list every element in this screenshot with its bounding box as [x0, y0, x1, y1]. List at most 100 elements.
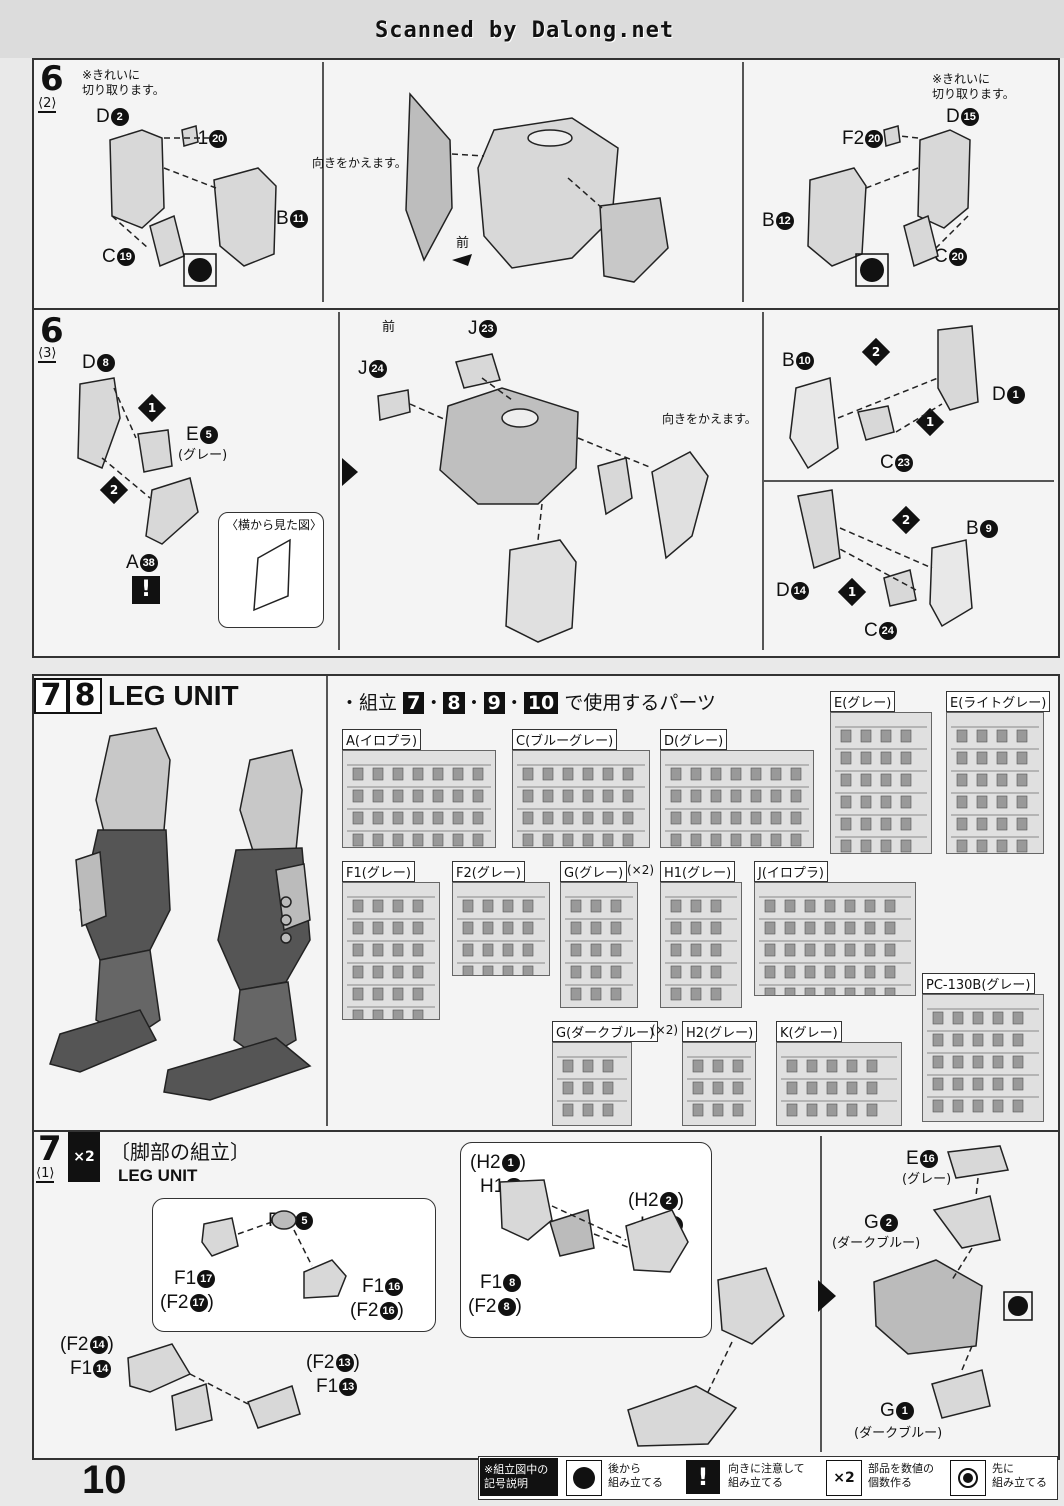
part-f1-17: [201, 1217, 239, 1257]
step-substep: ⟨2⟩: [38, 96, 57, 113]
runner-h2: H2(グレー): [682, 1021, 758, 1126]
part-g2: [932, 1195, 1001, 1249]
leg-unit-illustration: [49, 727, 312, 1101]
divider: [762, 480, 1054, 482]
front-label: 前: [382, 320, 396, 335]
runner-d: D(グレー): [660, 729, 814, 848]
runner-parts: [665, 764, 809, 847]
part-ankle-core: [873, 1259, 983, 1355]
runner-g-gray: G(グレー)(×2): [560, 861, 654, 1008]
legend-caution-icon: !: [686, 1460, 720, 1494]
runner-parts: [927, 1008, 1039, 1113]
color-gray: (グレー): [178, 448, 228, 463]
runner-parts: [781, 1056, 897, 1117]
top-bar: [0, 0, 1064, 58]
legend-first-icon: [950, 1460, 986, 1496]
part-f2-14-joint: [171, 1382, 213, 1431]
runner-k: K(グレー): [776, 1021, 902, 1126]
part-a38: [145, 477, 199, 545]
legend-caution-text: 向きに注意して 組み立てる: [728, 1462, 805, 1489]
runner-parts: [557, 1056, 627, 1117]
runner-g-darkblue: G(ダークブルー)(×2): [552, 1021, 678, 1126]
runner-h1: H1(グレー): [660, 861, 742, 1008]
divider: [338, 312, 340, 650]
legend-times-icon: ×2: [826, 1460, 862, 1496]
part-e16: [947, 1145, 1009, 1179]
part-pc5: [271, 1210, 297, 1230]
divider: [326, 676, 328, 1126]
color-gray: (グレー): [902, 1172, 952, 1187]
step-6-3-illustration: [77, 325, 979, 643]
part-upper-body: [477, 117, 619, 269]
part-g1: [931, 1369, 991, 1419]
legend-first-text: 先に 組み立てる: [992, 1462, 1047, 1489]
legend-later-icon: [566, 1460, 602, 1496]
part-b9: [929, 539, 973, 628]
part-front-armor: [505, 539, 577, 643]
step-substep: ⟨3⟩: [38, 346, 57, 363]
part-c23: [857, 405, 895, 441]
part-f1-14: [127, 1343, 192, 1393]
step-number: 6: [40, 59, 64, 99]
runner-parts: [565, 896, 633, 1001]
runner-f1: F1(グレー): [342, 861, 440, 1020]
part-b10: [789, 377, 839, 470]
part-f1-16: [303, 1259, 347, 1299]
part-b12: [807, 167, 867, 267]
step-7-1-illustration: [127, 1145, 1033, 1447]
next-arrow-icon: [342, 458, 358, 486]
parts-heading: ・組立 7・8・9・10 で使用するパーツ: [340, 692, 716, 714]
runner-j: J(イロプラ): [754, 861, 916, 996]
note-cut-clean-left: ※きれいに 切り取ります。: [82, 68, 165, 97]
part-h1-1: [499, 1179, 553, 1241]
part-f1-20: [181, 125, 199, 147]
runner-parts: [347, 764, 491, 847]
part-d8: [77, 377, 121, 469]
section-title-jp: 〔脚部の組立〕: [110, 1140, 250, 1164]
runner-c: C(ブルーグレー): [512, 729, 650, 848]
legend-symbol-later: [183, 253, 217, 287]
part-f1-13: [247, 1385, 301, 1429]
part-b11: [213, 167, 277, 267]
next-arrow-icon: [818, 1280, 836, 1312]
runner-a: A(イロプラ): [342, 729, 496, 848]
runner-parts: [951, 726, 1039, 853]
page-number: 10: [82, 1458, 127, 1502]
part-shoulder-outer: [651, 451, 709, 560]
step-number-7: 7: [34, 678, 68, 714]
part-h1-2: [625, 1209, 689, 1273]
part-foot-assembled: [627, 1385, 738, 1447]
color-darkblue: (ダークブルー): [854, 1426, 943, 1441]
part-d2: [109, 129, 165, 229]
divider: [742, 62, 744, 302]
step-6-2-illustration: [109, 92, 971, 287]
runner-e-gray: E(グレー): [830, 691, 932, 854]
scanner-watermark: Scanned by Dalong.net: [375, 18, 675, 43]
part-j24: [377, 389, 411, 421]
part-c19: [149, 214, 185, 268]
note-cut-clean-right: ※きれいに 切り取ります。: [932, 72, 1015, 101]
part-j23: [455, 353, 501, 389]
section-title: LEG UNIT: [108, 680, 239, 711]
